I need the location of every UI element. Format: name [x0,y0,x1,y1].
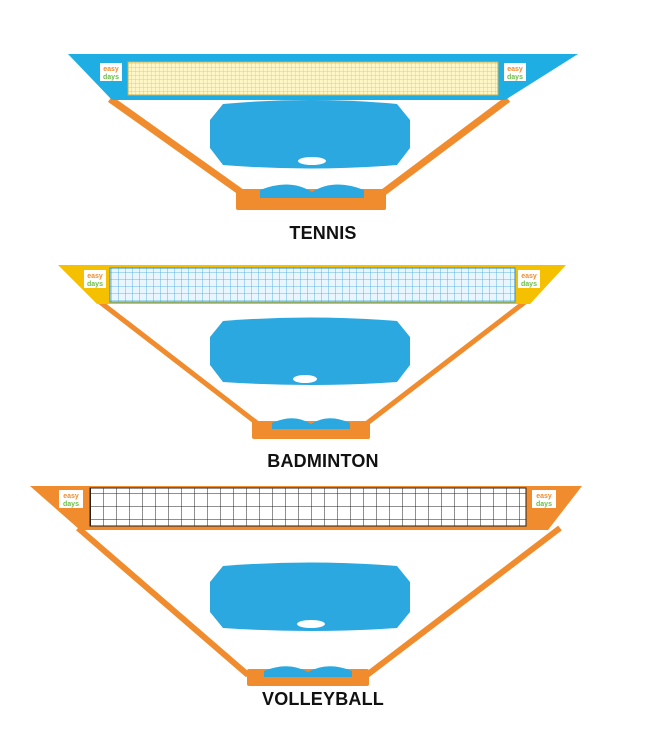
right-frame-leg [377,96,511,198]
logo-text-line1: easy [87,273,103,280]
base-blue-cutout [264,666,352,677]
logo-right [518,270,540,288]
badminton-caption: BADMINTON [267,451,379,471]
volleyball-net-mesh [89,487,527,527]
right-frame-leg [360,300,527,429]
logo-text-line1: easy [507,66,523,73]
base-blue-cutout [260,184,364,198]
left-frame-leg [107,96,248,198]
bag-handle-hole [297,620,325,628]
logo-left [59,490,83,508]
badminton-net-mesh [109,267,516,303]
carry-bag [210,100,410,169]
logo-text-line2: days [536,501,552,508]
logo-text-line2: days [521,281,537,288]
logo-text-line2: days [507,74,523,81]
logo-right [504,63,526,81]
volleyball-caption: VOLLEYBALL [262,689,384,709]
bag-handle-hole [293,375,317,383]
right-frame-leg [365,525,562,678]
tennis-caption: TENNIS [289,223,357,243]
logo-text-line1: easy [103,66,119,73]
carry-bag [210,562,410,631]
logo-text-line1: easy [521,273,537,280]
logo-text-line2: days [63,501,79,508]
tennis-net-diagram [68,54,578,210]
base-blue-cutout [272,418,350,429]
badminton-net-diagram [58,265,566,439]
logo-left [100,63,122,81]
bag-handle-hole [298,157,326,165]
logo-text-line2: days [87,281,103,288]
carry-bag [210,317,410,385]
brand-logos: easy days easy days easy days easy days … [63,66,552,508]
logo-right [532,490,556,508]
tennis-net-mesh [127,61,499,96]
left-frame-leg [76,525,250,678]
logo-text-line1: easy [63,493,79,500]
logo-left [84,270,106,288]
net-base [252,421,370,439]
logo-text-line2: days [103,74,119,81]
left-frame-leg [98,300,264,429]
logo-text-line1: easy [536,493,552,500]
volleyball-net-diagram [30,486,582,686]
